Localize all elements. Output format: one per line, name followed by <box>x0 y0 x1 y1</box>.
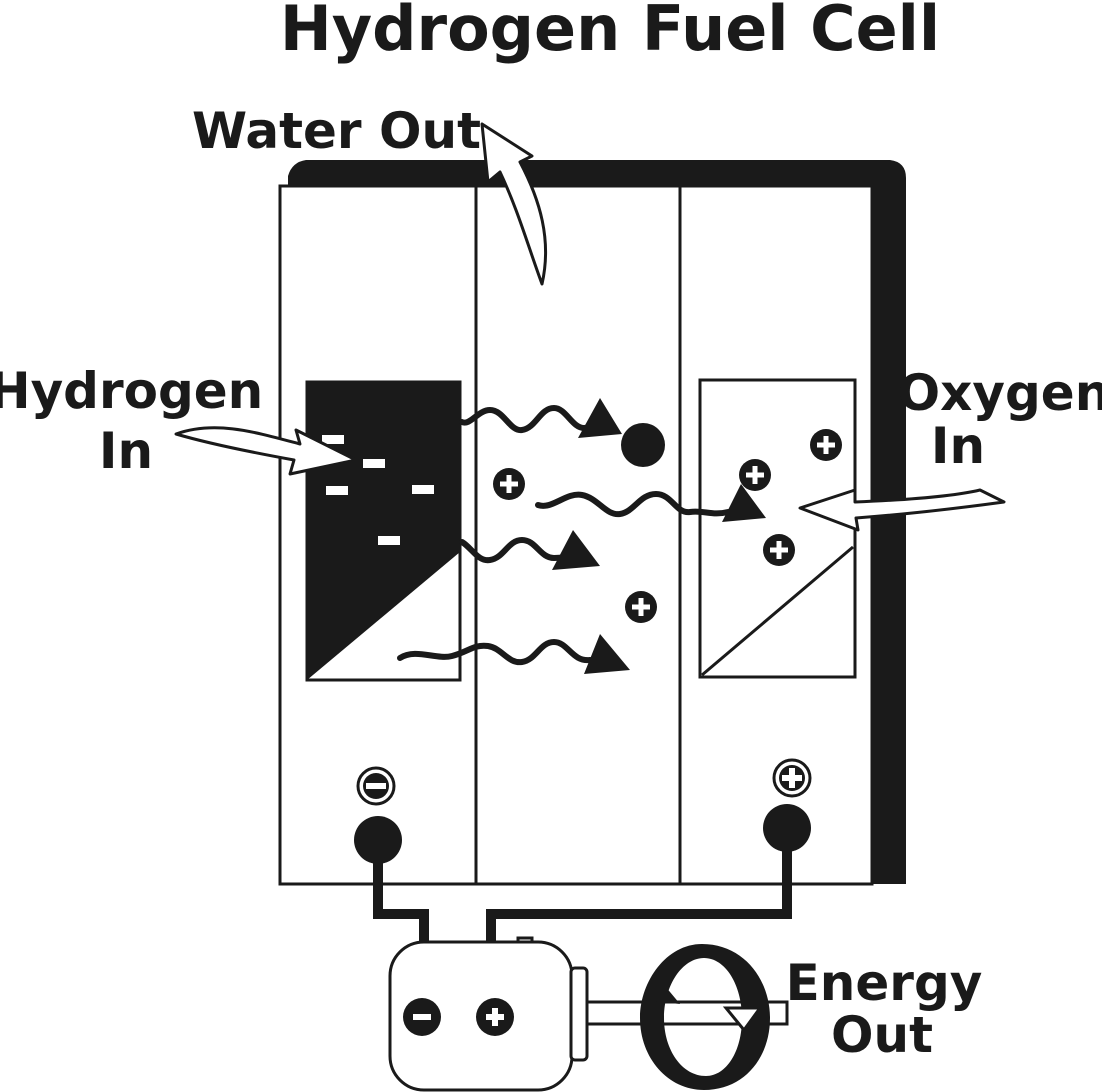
electron <box>326 486 348 495</box>
positive-terminal <box>763 804 811 852</box>
negative-terminal-symbol <box>356 766 396 806</box>
electron-flow-arrow <box>459 398 622 438</box>
electron <box>363 459 385 468</box>
water-out-label: Water Out <box>192 102 481 160</box>
hydrogen-ions <box>493 429 842 623</box>
energy-out-label-line2: Out <box>831 1006 933 1064</box>
rotation-icon <box>640 944 770 1090</box>
negative-terminal <box>354 816 402 864</box>
cathode-electrode <box>698 378 857 679</box>
ion <box>625 591 657 623</box>
ion-flow-arrow-2 <box>459 530 600 570</box>
positive-terminal-symbol <box>772 758 812 798</box>
electron-particle <box>621 423 665 467</box>
ion <box>493 468 525 500</box>
electron <box>322 435 344 444</box>
energy-out-label: Energy <box>786 954 983 1012</box>
anode-electrode <box>305 380 462 682</box>
motor-positive-terminal <box>476 998 514 1036</box>
motor-negative-terminal <box>403 998 441 1036</box>
rotation-arrowhead <box>722 1006 763 1033</box>
ion <box>739 459 771 491</box>
hydrogen-in-label: Hydrogen <box>0 362 263 420</box>
ion-flow-arrow-3 <box>397 634 630 674</box>
ion <box>810 429 842 461</box>
diagram-title: Hydrogen Fuel Cell <box>280 0 940 65</box>
electrons <box>322 435 434 545</box>
ion-flow-arrow-1 <box>535 484 766 522</box>
electron <box>378 536 400 545</box>
ion <box>763 534 795 566</box>
motor-flange <box>569 966 589 1062</box>
oxygen-in-arrow <box>798 488 1006 532</box>
hydrogen-in-arrow <box>174 426 358 476</box>
hydrogen-in-label-line2: In <box>99 422 153 480</box>
oxygen-in-label-line2: In <box>931 417 985 475</box>
water-out-arrow <box>480 122 548 286</box>
electron <box>412 485 434 494</box>
oxygen-in-label: Oxygen <box>898 364 1102 422</box>
